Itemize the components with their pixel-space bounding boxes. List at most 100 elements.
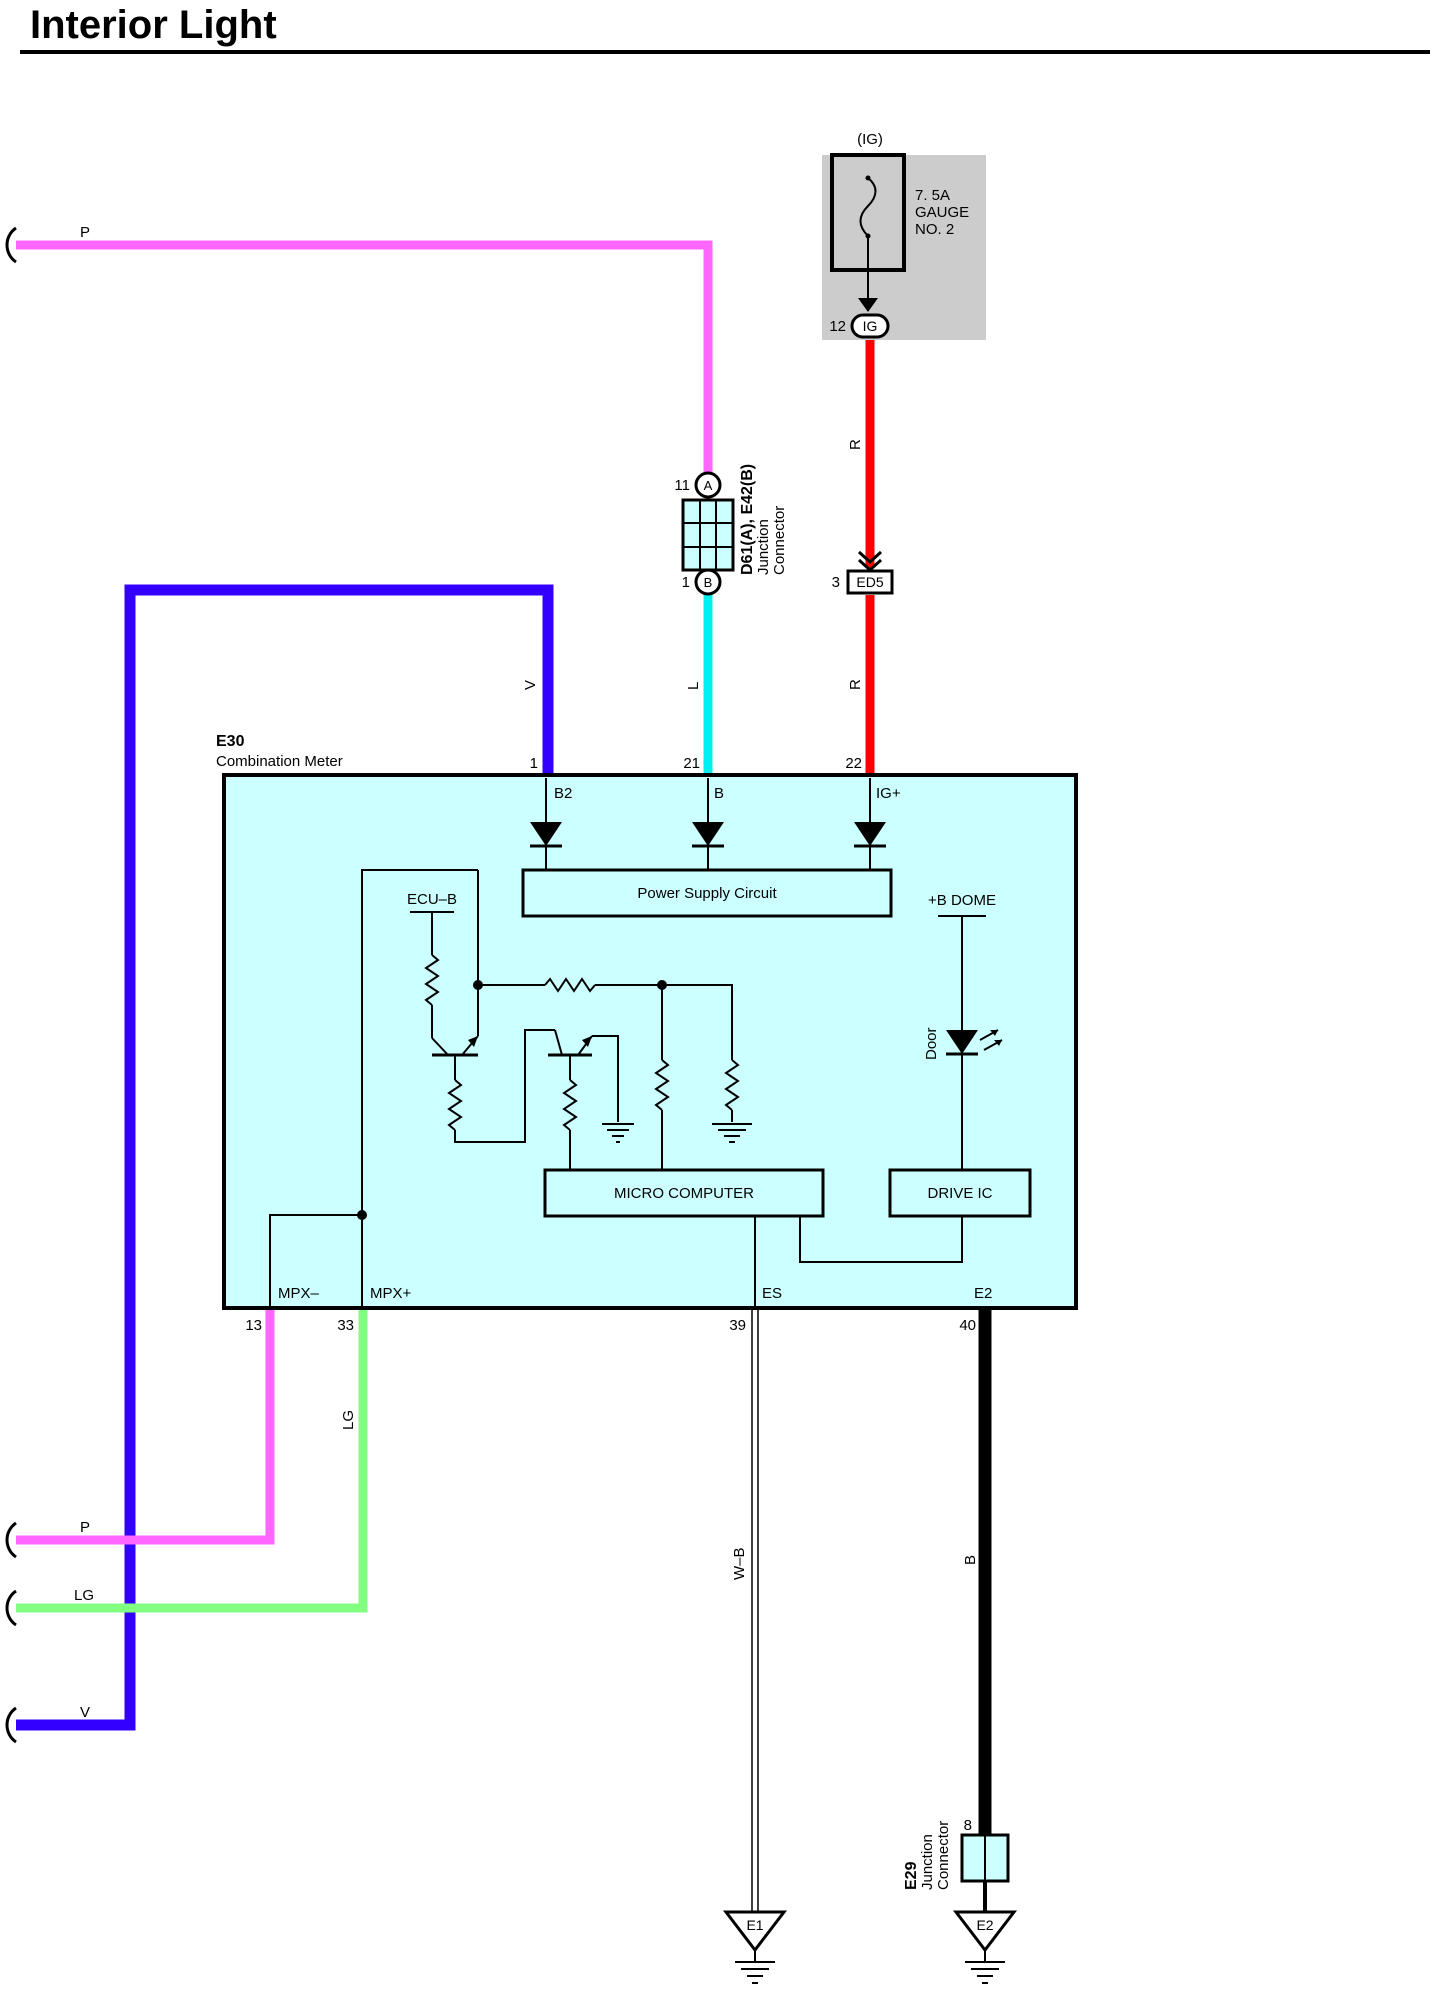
- resistor-r5: [654, 1059, 670, 1111]
- resistor-r1: [424, 954, 440, 1006]
- micro-computer-label: MICRO COMPUTER: [614, 1185, 754, 1202]
- e29-name-2: Connector: [935, 1821, 952, 1890]
- e29-code: E29: [903, 1861, 920, 1890]
- jc-pin-a-circle: [694, 471, 722, 499]
- break-symbol-p: [5, 1521, 17, 1559]
- jc-body: [681, 498, 735, 572]
- fuse-dot-top: [865, 175, 871, 181]
- wire-label-l: L: [685, 682, 702, 690]
- e29-pin: 8: [964, 1817, 972, 1834]
- wire-label-b: B: [962, 1555, 979, 1565]
- wire-v: [16, 584, 554, 1731]
- ed5-label: ED5: [856, 574, 883, 590]
- jc-pin-b-number: 1: [682, 574, 690, 591]
- wire-label-r-lower: R: [847, 679, 864, 690]
- wire-p-top: [16, 240, 713, 485]
- jc-name-2: Connector: [771, 506, 788, 575]
- ig-arrow: [858, 298, 878, 312]
- ig-connector-label: IG: [863, 318, 878, 334]
- diode-b2: [530, 822, 562, 846]
- pin-ig-name: IG+: [876, 785, 901, 802]
- t2-to-ground: [592, 1035, 619, 1122]
- pin-es-name: ES: [762, 1285, 782, 1302]
- wire-label-v-left: V: [80, 1704, 90, 1721]
- meter-box: [222, 773, 1078, 1310]
- pin-ig-number: 22: [845, 755, 862, 772]
- wire-p-mpx: [16, 1308, 275, 1545]
- break-symbol-p-top: [5, 226, 17, 264]
- ig-pin: 12: [829, 318, 846, 335]
- pin-mpx-minus-number: 13: [245, 1317, 262, 1334]
- resistor-r3: [544, 977, 596, 993]
- resistor-r4: [562, 1079, 578, 1131]
- mpx-minus-line: [269, 1214, 362, 1308]
- led-ray-1-arrow: [990, 1030, 998, 1036]
- micro-to-drive-line: [799, 1216, 963, 1263]
- pin-e2-number: 40: [959, 1317, 976, 1334]
- fuse-name-2: NO. 2: [915, 221, 954, 238]
- diode-ig: [854, 822, 886, 846]
- pin-mpx-plus-number: 33: [337, 1317, 354, 1334]
- pin-b-number: 21: [683, 755, 700, 772]
- fuse-rating: 7. 5A: [915, 187, 950, 204]
- power-supply-box: [521, 868, 893, 918]
- wire-label-lg: LG: [340, 1410, 357, 1430]
- door-led-icon: [946, 1030, 978, 1054]
- mpx-plus-line: [361, 869, 478, 1308]
- b-dome-label: +B DOME: [928, 892, 996, 909]
- wire-label-p-left: P: [80, 1519, 90, 1536]
- resistor-r6: [724, 1059, 740, 1111]
- break-symbol-lg: [5, 1589, 17, 1627]
- jc-pin-a-number: 11: [674, 477, 690, 494]
- wire-label-p-top: P: [80, 224, 90, 241]
- e29-name-1: Junction: [919, 1834, 936, 1890]
- pin-b-name: B: [714, 785, 724, 802]
- door-label: Door: [923, 1027, 940, 1060]
- transistor-1-arrow: [468, 1036, 478, 1047]
- pin-mpx-minus-name: MPX–: [278, 1285, 320, 1302]
- transistor-1-collector: [431, 1037, 449, 1056]
- jc-code: D61(A), E42(B): [739, 464, 756, 575]
- fuse-element: [859, 177, 877, 237]
- pin-b2-name: B2: [554, 785, 572, 802]
- ed5-connector: [846, 569, 894, 595]
- pin-e2-name: E2: [974, 1285, 992, 1302]
- wire-label-v: V: [522, 680, 539, 690]
- break-symbol-v: [5, 1706, 17, 1744]
- led-ray-2-arrow: [994, 1040, 1002, 1046]
- diode-b: [692, 822, 724, 846]
- resistor-r2: [447, 1079, 463, 1131]
- jc-name-1: Junction: [755, 519, 772, 575]
- meter-code: E30: [216, 733, 245, 750]
- jc-pin-b-circle: [694, 568, 722, 596]
- page-title: Interior Light: [30, 3, 277, 47]
- wire-label-r-upper: R: [847, 439, 864, 450]
- ground-e2-label: E2: [976, 1917, 993, 1933]
- ig-connector: [850, 313, 890, 339]
- pin-mpx-plus-name: MPX+: [370, 1285, 412, 1302]
- ecu-b-label: ECU–B: [407, 891, 457, 908]
- pin-b2-number: 1: [530, 755, 538, 772]
- r2-return: [454, 1029, 555, 1143]
- bus-line-right: [595, 984, 733, 1030]
- wire-label-w-b: W–B: [731, 1547, 748, 1580]
- drive-ic-label: DRIVE IC: [927, 1185, 992, 1202]
- transistor-2-collector: [554, 1029, 563, 1056]
- pin-es-number: 39: [729, 1317, 746, 1334]
- jc-pin-b-letter: B: [704, 575, 713, 590]
- jc-pin-a-letter: A: [704, 478, 713, 493]
- ground-e2-icon: [952, 1910, 1018, 1953]
- fuse-source: (IG): [857, 131, 883, 148]
- ground-e1-icon: [722, 1910, 788, 1953]
- fuse-name-1: GAUGE: [915, 204, 969, 221]
- ed5-pin: 3: [832, 574, 840, 591]
- wire-label-lg-left: LG: [74, 1587, 94, 1604]
- wire-lg: [16, 1308, 368, 1613]
- junction-dot-1: [473, 980, 483, 990]
- power-supply-label: Power Supply Circuit: [637, 885, 777, 902]
- ed5-chevron-1: [857, 550, 883, 565]
- meter-name: Combination Meter: [216, 753, 343, 770]
- drive-ic-box: [888, 1168, 1032, 1218]
